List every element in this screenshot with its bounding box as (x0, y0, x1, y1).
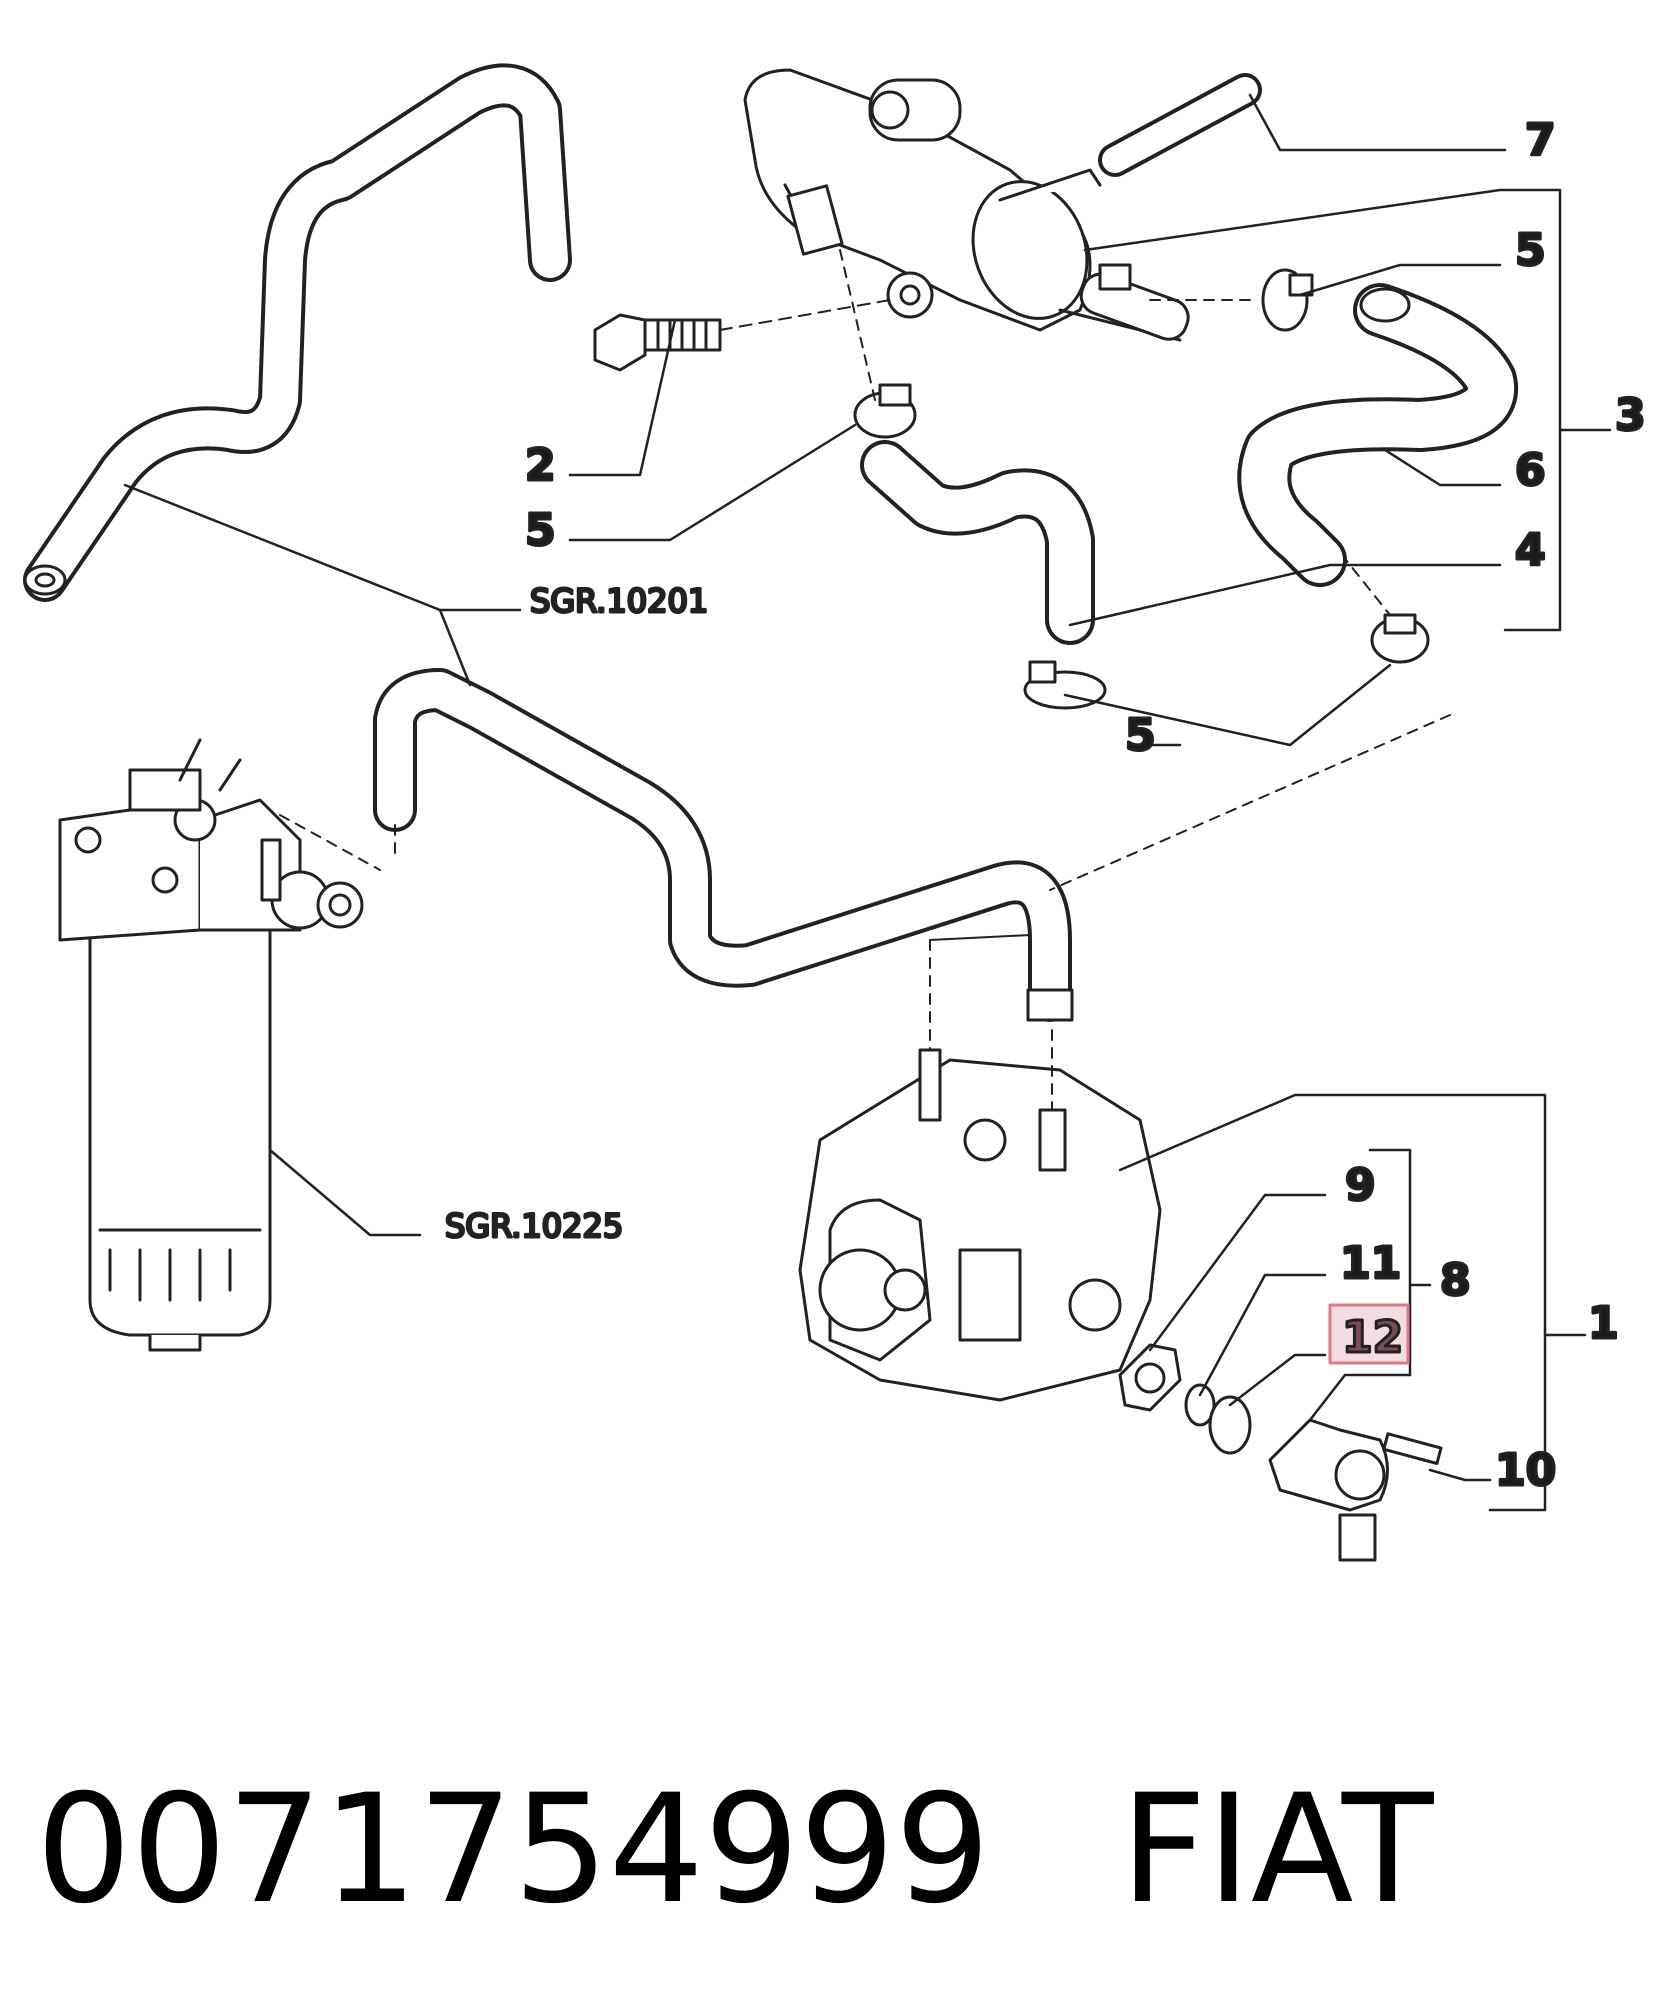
callout-1: 1 (1588, 1298, 1619, 1349)
callout-11: 11 (1340, 1238, 1401, 1289)
callout-10: 10 (1495, 1445, 1556, 1496)
callout-4: 4 (1515, 525, 1546, 576)
feed-hose (373, 668, 1074, 1022)
seal-and-regulator (1118, 1343, 1443, 1562)
parts-diagram: 7 5 3 6 4 2 5 5 SGR.10201 SGR.10225 9 11… (23, 63, 1647, 1562)
callout-2: 2 (525, 440, 556, 491)
reference-sgr-10201: SGR.10201 (530, 582, 708, 620)
callout-7: 7 (1525, 115, 1556, 166)
fuel-filter (58, 738, 364, 1352)
highlight-box-12 (1328, 1303, 1410, 1365)
small-pipe (1098, 73, 1262, 177)
hose-6 (1237, 283, 1519, 587)
fuel-rail-fitting (743, 68, 1190, 342)
brand-name: FIAT (1120, 1763, 1434, 1937)
callout-5-bottom: 5 (1125, 710, 1156, 761)
callout-5-top: 5 (1515, 225, 1546, 276)
reference-sgr-10225: SGR.10225 (445, 1207, 623, 1245)
hose-clamps (853, 268, 1430, 710)
return-hose (23, 63, 572, 602)
leader-lines (123, 93, 1612, 1512)
part-caption: 0071754999 FIAT (36, 1760, 1433, 1940)
callout-12: 12 (1342, 1312, 1403, 1363)
callout-3: 3 (1615, 390, 1646, 441)
callout-8: 8 (1440, 1255, 1471, 1306)
callout-6: 6 (1515, 445, 1546, 496)
injection-pump (798, 934, 1162, 1402)
callout-9: 9 (1345, 1160, 1376, 1211)
hose-4 (860, 440, 1095, 645)
bolt (593, 299, 891, 372)
callout-5-left: 5 (525, 505, 556, 556)
part-number: 0071754999 (36, 1763, 991, 1937)
